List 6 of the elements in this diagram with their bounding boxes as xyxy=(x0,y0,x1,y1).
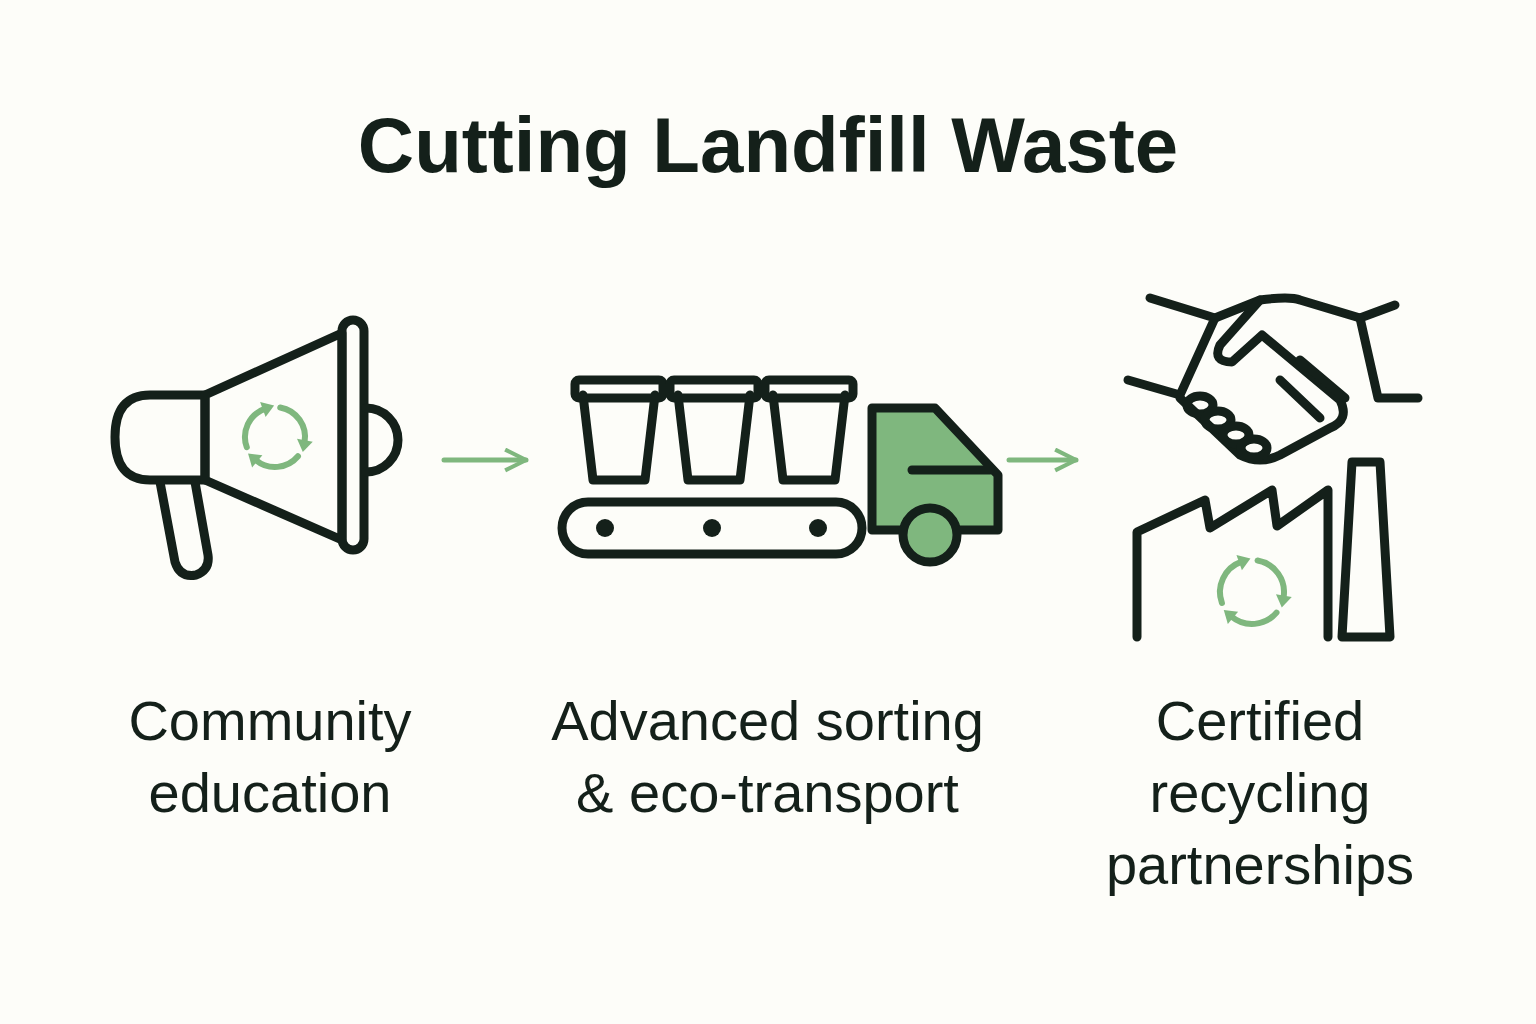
arrow xyxy=(1006,447,1079,473)
arrow xyxy=(441,447,529,473)
step-label: Advanced sorting & eco-transport xyxy=(550,688,985,826)
step-label: Community education xyxy=(127,688,413,826)
step-label: Certified recycling partnerships xyxy=(1104,688,1416,898)
title: Cutting Landfill Waste xyxy=(356,100,1180,191)
